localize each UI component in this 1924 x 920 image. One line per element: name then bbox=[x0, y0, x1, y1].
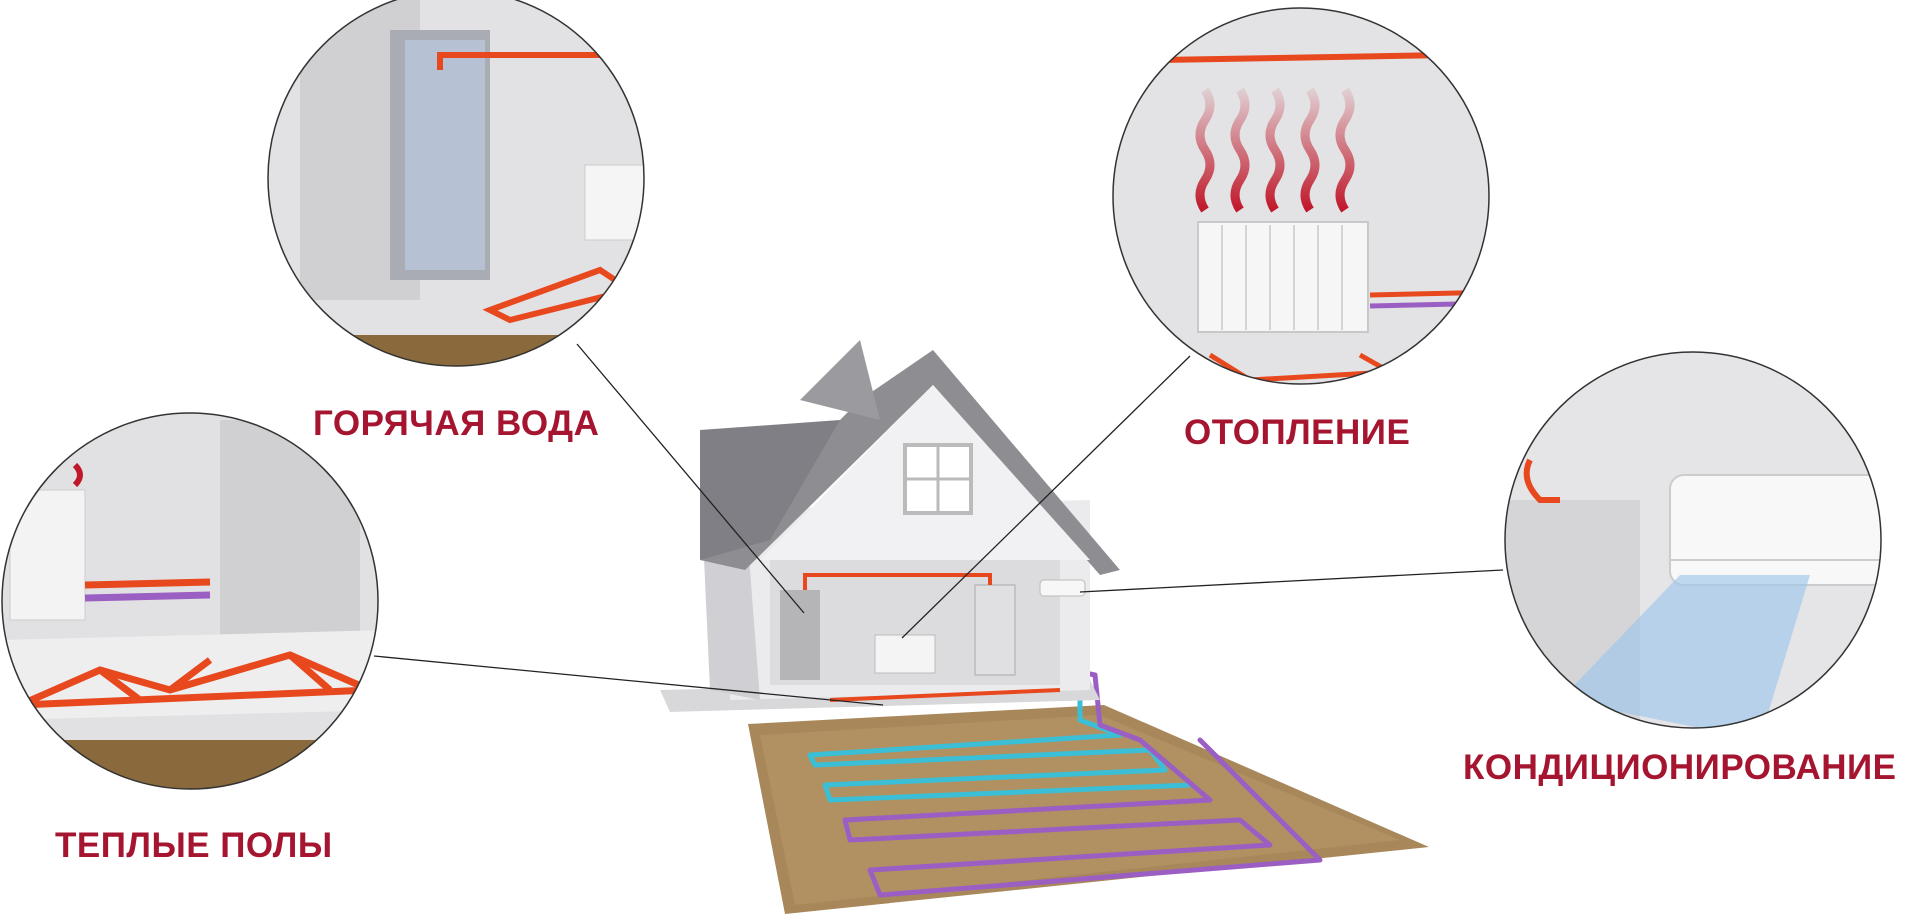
floor-heating-detail-circle bbox=[2, 413, 378, 789]
house-roof bbox=[700, 350, 1120, 575]
label-air-conditioning: КОНДИЦИОНИРОВАНИЕ bbox=[1463, 748, 1897, 787]
house bbox=[700, 340, 1120, 702]
label-hot-water: ГОРЯЧАЯ ВОДА bbox=[313, 404, 600, 443]
ac-unit-icon bbox=[1669, 474, 1881, 586]
hot-water-detail-circle bbox=[268, 0, 644, 366]
ground-loop-pipes bbox=[807, 662, 1323, 898]
radiator-icon bbox=[1197, 221, 1369, 333]
airflow bbox=[1560, 575, 1810, 728]
label-floor-heating: ТЕПЛЫЕ ПОЛЫ bbox=[55, 826, 333, 865]
heat-waves-icon bbox=[1195, 87, 1355, 213]
label-heating: ОТОПЛЕНИЕ bbox=[1184, 413, 1411, 452]
leader-lines bbox=[373, 343, 1504, 706]
heating-detail-circle bbox=[1113, 8, 1489, 384]
ac-unit-small bbox=[1039, 579, 1086, 597]
ac-detail-circle bbox=[1505, 352, 1881, 728]
